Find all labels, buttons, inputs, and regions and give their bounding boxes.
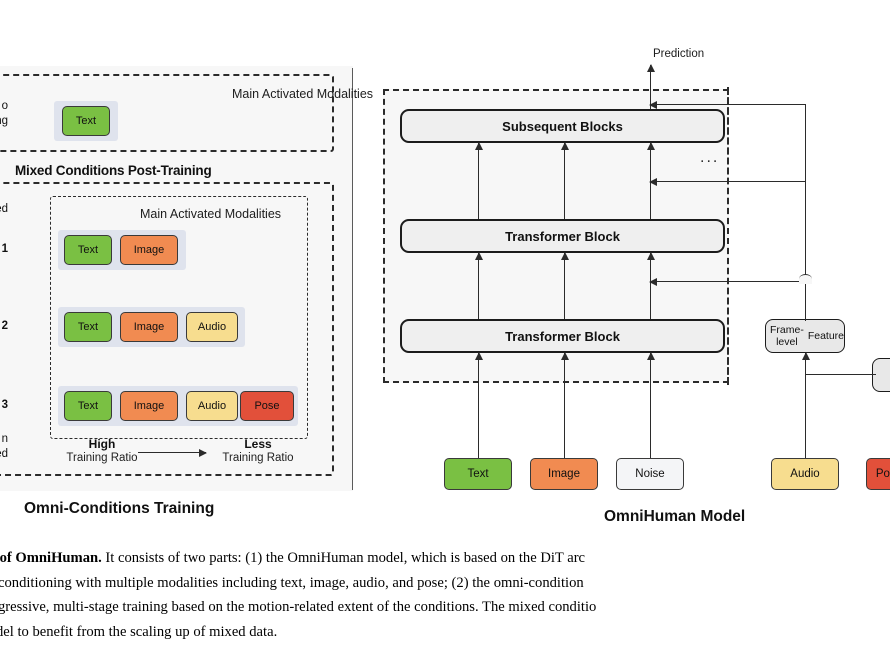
less-training-ratio-sub: Training Ratio — [222, 452, 294, 464]
frame-level-feature-label-line1: Frame-level — [769, 323, 804, 348]
pre-training-row-label-line1: o — [1, 100, 8, 112]
figure-caption-line2: s simultaneous conditioning with multipl… — [0, 574, 584, 591]
transformer-block-1[interactable]: Transformer Block — [400, 319, 725, 353]
input-chip-image[interactable]: Image — [530, 458, 598, 490]
chip-image[interactable]: Image — [120, 312, 178, 342]
condition-inject-arrow-bottom — [649, 276, 806, 288]
chip-pose[interactable]: Pose — [240, 391, 294, 421]
stage-3-label: Stage 3 — [0, 399, 8, 411]
pre-training-dashed-group — [0, 74, 334, 152]
frame-level-feature-block[interactable]: Frame-level Feature — [765, 319, 845, 353]
figure-caption-line3: ch employs progressive, multi-stage trai… — [0, 599, 597, 615]
post-training-dashed-group — [0, 182, 334, 476]
input-chip-text[interactable]: Text — [444, 458, 512, 490]
frame-level-feature-label-line2: Feature — [807, 329, 844, 342]
high-training-ratio-sub: Training Ratio — [66, 452, 138, 464]
chip-image[interactable]: Image — [120, 235, 178, 265]
figure-caption-line1-rest: It consists of two parts: (1) the OmniHu… — [101, 550, 586, 566]
ellipsis-indicator: ... — [700, 149, 720, 166]
audio-input-arrow — [800, 352, 812, 460]
flow-arrow-col-c-mid — [645, 252, 657, 319]
stage-2-label: Stage 2 — [0, 320, 8, 332]
training-ratio-arrow-icon — [138, 448, 207, 457]
stage-1-label: Stage 1 — [0, 243, 8, 255]
chip-text[interactable]: Text — [62, 106, 110, 136]
prediction-arrow-icon — [645, 64, 657, 109]
frame-feature-trunk-line — [805, 105, 807, 321]
post-training-activated-label: ated — [0, 203, 8, 215]
input-chip-pose[interactable]: Pose — [866, 458, 890, 490]
chip-text[interactable]: Text — [64, 391, 112, 421]
flow-arrow-col-a-upper — [473, 142, 485, 219]
condition-inject-arrow-top — [649, 99, 806, 111]
mixed-conditions-section-title: Mixed Conditions Post-Training — [15, 163, 212, 178]
chip-text[interactable]: Text — [64, 312, 112, 342]
text-input-arrow — [473, 352, 485, 460]
pre-training-main-activated-label: Main Activated Modalities — [232, 87, 374, 101]
post-training-footer-label-line2: ated — [0, 448, 8, 460]
figure-caption-lead: he framework of OmniHuman. — [0, 550, 102, 566]
figure-caption-line4: mniHuman model to benefit from the scali… — [0, 623, 278, 640]
condition-inject-arrow-mid — [649, 176, 806, 188]
main-activated-modalities-dashed-box — [50, 196, 308, 439]
post-training-main-activated-label: Main Activated Modalities — [140, 207, 282, 221]
chip-text[interactable]: Text — [64, 235, 112, 265]
chip-audio[interactable]: Audio — [186, 391, 238, 421]
high-training-ratio-strong: High — [88, 437, 116, 451]
transformer-block-2[interactable]: Transformer Block — [400, 219, 725, 253]
wire-hop-icon — [799, 274, 812, 284]
post-training-footer-label-line1: n — [1, 433, 8, 445]
input-chip-audio[interactable]: Audio — [771, 458, 839, 490]
flow-arrow-col-a-mid — [473, 252, 485, 319]
chip-image[interactable]: Image — [120, 391, 178, 421]
less-training-ratio-strong: Less — [244, 437, 272, 451]
panel-divider — [352, 68, 353, 490]
chip-audio[interactable]: Audio — [186, 312, 238, 342]
flow-arrow-col-b-upper — [559, 142, 571, 219]
flow-arrow-col-b-mid — [559, 252, 571, 319]
pose-guider-connector-line — [806, 374, 876, 376]
dit-dashed-right-edge — [727, 87, 729, 385]
left-panel-caption: Omni-Conditions Training — [24, 500, 215, 517]
subsequent-blocks-block[interactable]: Subsequent Blocks — [400, 109, 725, 143]
pre-training-row-label-line2: ining — [0, 115, 8, 127]
input-chip-noise[interactable]: Noise — [616, 458, 684, 490]
prediction-label: Prediction — [653, 48, 705, 60]
noise-input-arrow — [645, 352, 657, 460]
figure-caption: he framework of OmniHuman. It consists o… — [0, 546, 890, 644]
image-input-arrow — [559, 352, 571, 460]
right-panel-caption: OmniHuman Model — [604, 508, 746, 525]
